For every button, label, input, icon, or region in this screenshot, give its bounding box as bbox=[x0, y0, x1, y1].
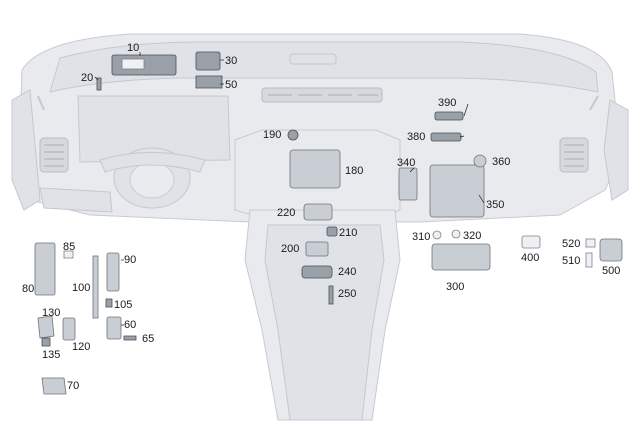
label-100: 100 bbox=[72, 282, 90, 294]
label-105: 105 bbox=[114, 299, 132, 311]
label-80: 80 bbox=[22, 283, 34, 295]
part-90-shape bbox=[106, 252, 120, 292]
label-135: 135 bbox=[42, 349, 60, 361]
label-520: 520 bbox=[562, 238, 580, 250]
label-65: 65 bbox=[142, 333, 154, 345]
part-200-shape bbox=[305, 241, 329, 257]
part-190-shape bbox=[287, 129, 299, 141]
label-200: 200 bbox=[281, 243, 299, 255]
label-510: 510 bbox=[562, 255, 580, 267]
part-210-shape bbox=[326, 226, 338, 237]
part-60-shape bbox=[106, 316, 122, 340]
label-210: 210 bbox=[339, 227, 357, 239]
label-70: 70 bbox=[67, 380, 79, 392]
part-70-shape bbox=[41, 377, 67, 395]
part-65-shape bbox=[123, 335, 137, 341]
part-310-shape bbox=[432, 230, 442, 240]
part-180-shape bbox=[289, 149, 341, 189]
part-80-shape bbox=[34, 242, 56, 296]
part-250-shape bbox=[328, 285, 334, 305]
center-vents bbox=[261, 87, 383, 103]
part-30-shape bbox=[195, 51, 221, 71]
label-320: 320 bbox=[463, 230, 481, 242]
part-50-shape bbox=[195, 75, 223, 89]
label-310: 310 bbox=[412, 231, 430, 243]
label-30: 30 bbox=[225, 55, 237, 67]
label-350: 350 bbox=[486, 199, 504, 211]
label-180: 180 bbox=[345, 165, 363, 177]
part-390-shape bbox=[434, 111, 464, 121]
label-500: 500 bbox=[602, 265, 620, 277]
label-400: 400 bbox=[521, 252, 539, 264]
part-380-shape bbox=[430, 132, 462, 142]
label-50: 50 bbox=[225, 79, 237, 91]
label-60: 60 bbox=[124, 319, 136, 331]
label-380: 380 bbox=[407, 131, 425, 143]
left-vent bbox=[39, 137, 69, 173]
part-85-shape bbox=[63, 250, 74, 259]
part-240-shape bbox=[301, 265, 333, 279]
part-350-shape bbox=[429, 164, 485, 218]
part-340-shape bbox=[398, 167, 418, 201]
label-130: 130 bbox=[42, 307, 60, 319]
part-510-shape bbox=[585, 252, 593, 268]
part-520-shape bbox=[585, 238, 596, 248]
label-240: 240 bbox=[338, 266, 356, 278]
part-220-shape bbox=[303, 203, 333, 221]
label-190: 190 bbox=[263, 129, 281, 141]
part-130-shape bbox=[37, 315, 55, 339]
label-20: 20 bbox=[81, 72, 93, 84]
label-120: 120 bbox=[72, 341, 90, 353]
label-85: 85 bbox=[63, 241, 75, 253]
dashboard-body bbox=[11, 33, 629, 421]
part-300-shape bbox=[431, 243, 491, 271]
component-shapes bbox=[34, 51, 623, 395]
part-labels: 10 20 30 50 60 65 70 80 85 90 100 105 12… bbox=[22, 42, 620, 392]
part-20-shape bbox=[96, 77, 102, 91]
part-100-shape bbox=[92, 255, 99, 319]
label-10: 10 bbox=[127, 42, 139, 54]
label-300: 300 bbox=[446, 281, 464, 293]
part-500-shape bbox=[599, 238, 623, 262]
right-vent bbox=[559, 137, 589, 173]
label-340: 340 bbox=[397, 157, 415, 169]
part-360-shape bbox=[473, 154, 487, 168]
part-320-shape bbox=[451, 229, 461, 239]
part-105-shape bbox=[105, 298, 113, 308]
label-360: 360 bbox=[492, 156, 510, 168]
label-250: 250 bbox=[338, 288, 356, 300]
label-90: 90 bbox=[124, 254, 136, 266]
part-135-shape bbox=[41, 337, 51, 347]
part-10-detail bbox=[121, 58, 145, 70]
leader-lines bbox=[94, 52, 485, 326]
part-120-shape bbox=[62, 317, 76, 341]
label-220: 220 bbox=[277, 207, 295, 219]
part-400-shape bbox=[521, 235, 541, 249]
label-390: 390 bbox=[438, 97, 456, 109]
